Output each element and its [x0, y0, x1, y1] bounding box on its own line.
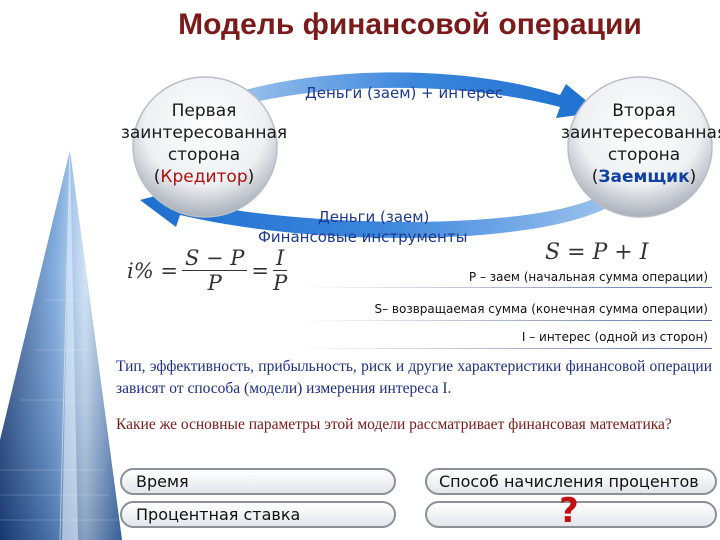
- glass-tower-image: [0, 149, 122, 540]
- creditor-paren-close: ): [247, 167, 255, 187]
- definition-s: S– возвращаемая сумма (конечная сумма оп…: [374, 302, 708, 316]
- pill-rate: Процентная ставка: [120, 501, 396, 528]
- arrow-creditor-to-borrower: [230, 72, 600, 118]
- pill-method: Способ начисления процентов: [425, 468, 717, 495]
- flow-bottom-label-2: Финансовые инструменты: [258, 228, 468, 246]
- definition-i: I – интерес (одной из сторон): [521, 330, 708, 344]
- rate-fraction-2-numerator: I: [273, 246, 288, 271]
- rate-fraction-1-denominator: P: [207, 271, 222, 295]
- borrower-role-line: (Заемщик): [556, 166, 720, 188]
- arrow-borrower-to-creditor: [140, 188, 620, 238]
- rate-formula-equals: =: [251, 258, 270, 283]
- rate-fraction-1: S − P P: [181, 246, 248, 295]
- creditor-line2: заинтересованная: [120, 123, 288, 143]
- pill-time: Время: [120, 468, 396, 495]
- borrower-paren-open: (: [591, 167, 599, 187]
- creditor-line1: Первая: [171, 101, 237, 121]
- rate-fraction-2-denominator: P: [273, 271, 288, 295]
- borrower-line3: сторона: [607, 145, 681, 165]
- borrower-paren-close: ): [689, 167, 697, 187]
- borrower-line2: заинтересованная: [560, 123, 720, 143]
- creditor-role-line: (Кредитор): [116, 166, 292, 188]
- flow-top-label: Деньги (заем) + интерес: [305, 84, 504, 102]
- rate-fraction-1-numerator: S − P: [181, 246, 248, 271]
- def-p-underline: [300, 287, 712, 288]
- creditor-line3: сторона: [167, 145, 241, 165]
- paragraph-question: Какие же основные параметры этой модели …: [116, 416, 672, 433]
- borrower-line1: Вторая: [612, 101, 676, 121]
- def-s-underline: [300, 320, 712, 321]
- creditor-circle: [132, 76, 278, 218]
- borrower-party: Вторая заинтересованная сторона (Заемщик…: [556, 100, 720, 188]
- sum-formula: S = P + I: [545, 240, 649, 265]
- borrower-role: Заемщик: [598, 167, 690, 187]
- creditor-role: Кредитор: [160, 167, 248, 187]
- pill-unknown: [425, 501, 717, 528]
- creditor-party: Первая заинтересованная сторона (Кредито…: [116, 100, 292, 188]
- question-mark: ?: [559, 491, 579, 531]
- slide-title: Модель финансовой операции: [178, 8, 642, 41]
- creditor-paren-open: (: [153, 167, 161, 187]
- def-i-underline: [300, 348, 712, 349]
- paragraph-characteristics: Тип, эффективность, прибыльность, риск и…: [116, 358, 712, 397]
- definition-p: P – заем (начальная сумма операции): [468, 270, 708, 284]
- rate-formula: i% = S − P P = I P: [127, 246, 291, 295]
- flow-bottom-label-1: Деньги (заем): [318, 208, 430, 226]
- borrower-circle: [567, 76, 713, 218]
- rate-formula-lhs: i% =: [127, 258, 178, 283]
- rate-fraction-2: I P: [273, 246, 288, 295]
